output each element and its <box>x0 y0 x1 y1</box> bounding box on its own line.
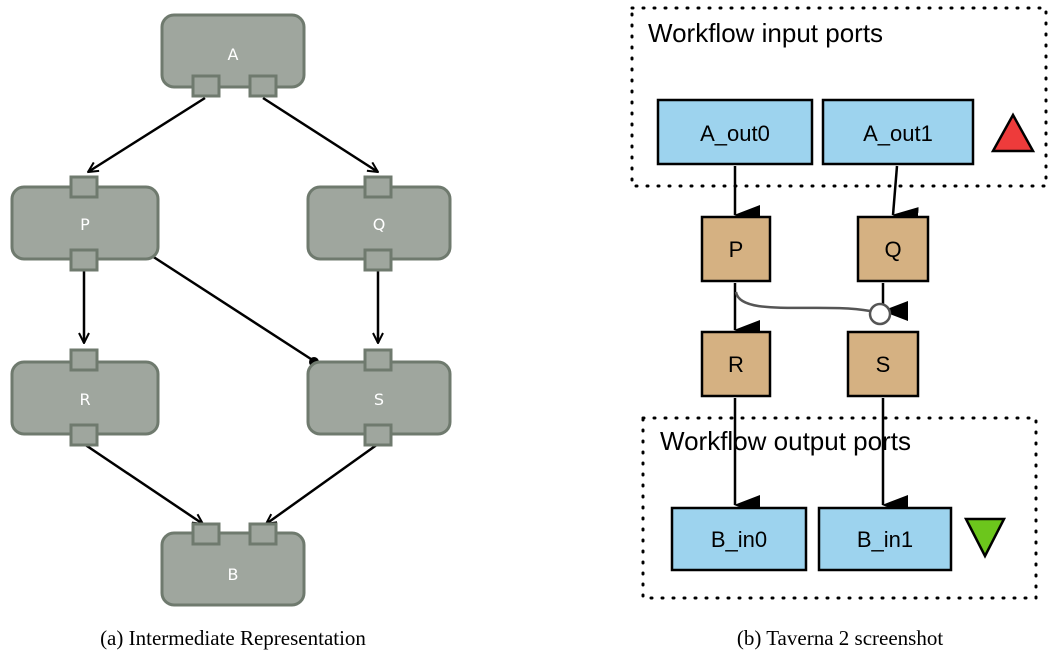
processor-label: R <box>728 352 744 377</box>
ir-node-s[interactable]: S <box>306 348 452 447</box>
node-a-label: A <box>228 45 239 64</box>
ir-edges <box>83 96 379 524</box>
output-ports-group <box>641 416 1038 600</box>
ir-node-q[interactable]: Q <box>306 175 452 272</box>
processor-box <box>856 215 930 283</box>
port-box <box>817 506 953 572</box>
edge-a-q <box>262 96 378 172</box>
node-s-out-port <box>363 423 393 447</box>
node-r-out-port <box>69 423 99 447</box>
processor-box <box>700 330 772 398</box>
processor-label: Q <box>884 237 901 262</box>
caption-intermediate-representation: (a) Intermediate Representation <box>100 626 366 650</box>
node-s-in-port <box>363 348 393 372</box>
ir-node-r[interactable]: R <box>10 348 160 447</box>
port-box <box>670 506 808 572</box>
edge-aout1-q <box>891 165 919 228</box>
node-b-in-port-1 <box>248 522 278 546</box>
processor-r[interactable]: R <box>700 330 772 398</box>
node-a-out-port-0 <box>191 74 221 98</box>
input-group-title: Workflow input ports <box>648 18 883 48</box>
output-marker-triangle <box>963 517 1007 559</box>
output-port-b-in0[interactable]: B_in0 <box>670 506 808 572</box>
processor-label: S <box>876 352 891 377</box>
processor-q[interactable]: Q <box>856 215 930 283</box>
port-box <box>656 98 814 166</box>
input-port-a-out1[interactable]: A_out1 <box>821 98 975 166</box>
edge-a-p <box>88 96 206 172</box>
control-link-curve <box>734 291 871 313</box>
output-port-b-in1[interactable]: B_in1 <box>817 506 953 572</box>
taverna-diagram: Workflow input ports Workflow output por… <box>630 6 1048 600</box>
node-q-label: Q <box>373 215 386 234</box>
ir-node-b[interactable]: B <box>160 522 306 607</box>
caption-taverna-screenshot: (b) Taverna 2 screenshot <box>736 626 944 650</box>
input-port-a-out0[interactable]: A_out0 <box>656 98 814 166</box>
edge-r-b <box>83 442 203 524</box>
node-q-out-port <box>363 248 393 272</box>
processor-label: P <box>729 237 744 262</box>
port-label: B_in1 <box>857 527 913 552</box>
port-box <box>821 98 975 166</box>
node-p-label: P <box>80 215 90 234</box>
control-link-circle <box>868 302 892 326</box>
port-label: A_out1 <box>863 121 933 146</box>
output-group-title: Workflow output ports <box>660 426 911 456</box>
processor-box <box>700 215 772 283</box>
processor-box <box>846 330 920 398</box>
ir-node-a[interactable]: A <box>160 13 306 98</box>
node-a-box <box>160 13 306 89</box>
node-s-label: S <box>374 390 384 409</box>
port-label: A_out0 <box>700 121 770 146</box>
node-p-in-port <box>69 175 99 199</box>
port-label: B_in0 <box>711 527 767 552</box>
node-r-label: R <box>79 390 90 409</box>
processor-s[interactable]: S <box>846 330 920 398</box>
node-r-in-port <box>69 348 99 372</box>
node-b-label: B <box>228 565 239 584</box>
ir-diagram: A P Q R S <box>10 13 452 607</box>
node-p-out-port <box>69 248 99 272</box>
input-marker-triangle <box>990 112 1036 153</box>
processor-p[interactable]: P <box>700 215 772 283</box>
edge-p-s-control <box>151 254 315 363</box>
ir-node-p[interactable]: P <box>10 175 160 272</box>
edge-s-b <box>266 442 379 524</box>
node-b-in-port-0 <box>191 522 221 546</box>
node-q-in-port <box>363 175 393 199</box>
node-a-out-port-1 <box>248 74 278 98</box>
taverna-edges <box>733 165 919 515</box>
node-b-box <box>160 531 306 607</box>
